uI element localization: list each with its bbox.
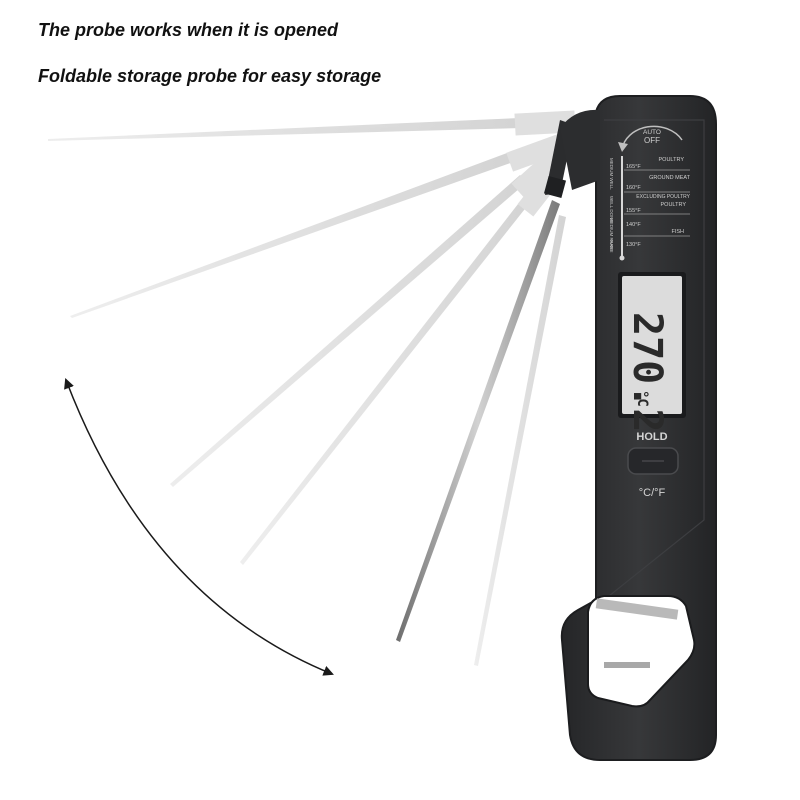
lcd-unit: °C bbox=[634, 390, 650, 407]
ghost-probe-trail bbox=[48, 110, 576, 666]
bottle-opener-cutout bbox=[587, 595, 696, 708]
scale-temp-160: 160°F bbox=[626, 185, 641, 191]
ghost-probe-angle-4 bbox=[474, 215, 566, 666]
scale-food-poultry-2: POULTRY bbox=[661, 202, 687, 208]
scale-side-label-2: WELL DONE bbox=[609, 196, 614, 222]
scale-temp-165: 165°F bbox=[626, 164, 641, 170]
hold-label: HOLD bbox=[636, 431, 667, 443]
scale-food-excluding: EXCLUDING POULTRY bbox=[636, 194, 690, 200]
scale-side-label-4: RARE bbox=[609, 240, 614, 253]
unit-toggle-button[interactable]: °C/°F bbox=[639, 487, 666, 499]
ghost-probe-angle-3 bbox=[240, 169, 561, 565]
scale-food-ground-meat: GROUND MEAT bbox=[649, 175, 690, 181]
lcd-display: 270.2 °C bbox=[618, 272, 686, 432]
caption-foldable-storage: Foldable storage probe for easy storage bbox=[38, 66, 382, 86]
scale-temp-130: 130°F bbox=[626, 242, 641, 248]
rotation-arc-arrow bbox=[64, 378, 334, 676]
ghost-probe-angle-1 bbox=[70, 134, 565, 318]
scale-food-fish: FISH bbox=[671, 229, 684, 235]
scale-side-label-1: MEDIUM WELL bbox=[609, 158, 614, 190]
ghost-probe-angle-2 bbox=[170, 151, 561, 487]
scale-side-label-3: MEDIUM RARE bbox=[609, 218, 614, 250]
ghost-probe-horizontal bbox=[48, 110, 576, 141]
auto-off-label-1: AUTO bbox=[643, 129, 661, 136]
thermometer-body bbox=[560, 95, 717, 761]
doneness-scale: 165°F POULTRY GROUND MEAT 160°F EXCLUDIN… bbox=[609, 156, 691, 261]
lcd-temperature-value: 270.2 bbox=[624, 312, 670, 432]
auto-off-arrow-icon bbox=[618, 142, 628, 152]
scale-temp-140: 140°F bbox=[626, 222, 641, 228]
caption-probe-works: The probe works when it is opened bbox=[38, 20, 339, 40]
auto-off-indicator: AUTO OFF bbox=[618, 125, 683, 152]
scale-temp-155: 155°F bbox=[626, 208, 641, 214]
auto-off-label-2: OFF bbox=[644, 136, 660, 145]
scale-food-poultry: POULTRY bbox=[659, 157, 685, 163]
